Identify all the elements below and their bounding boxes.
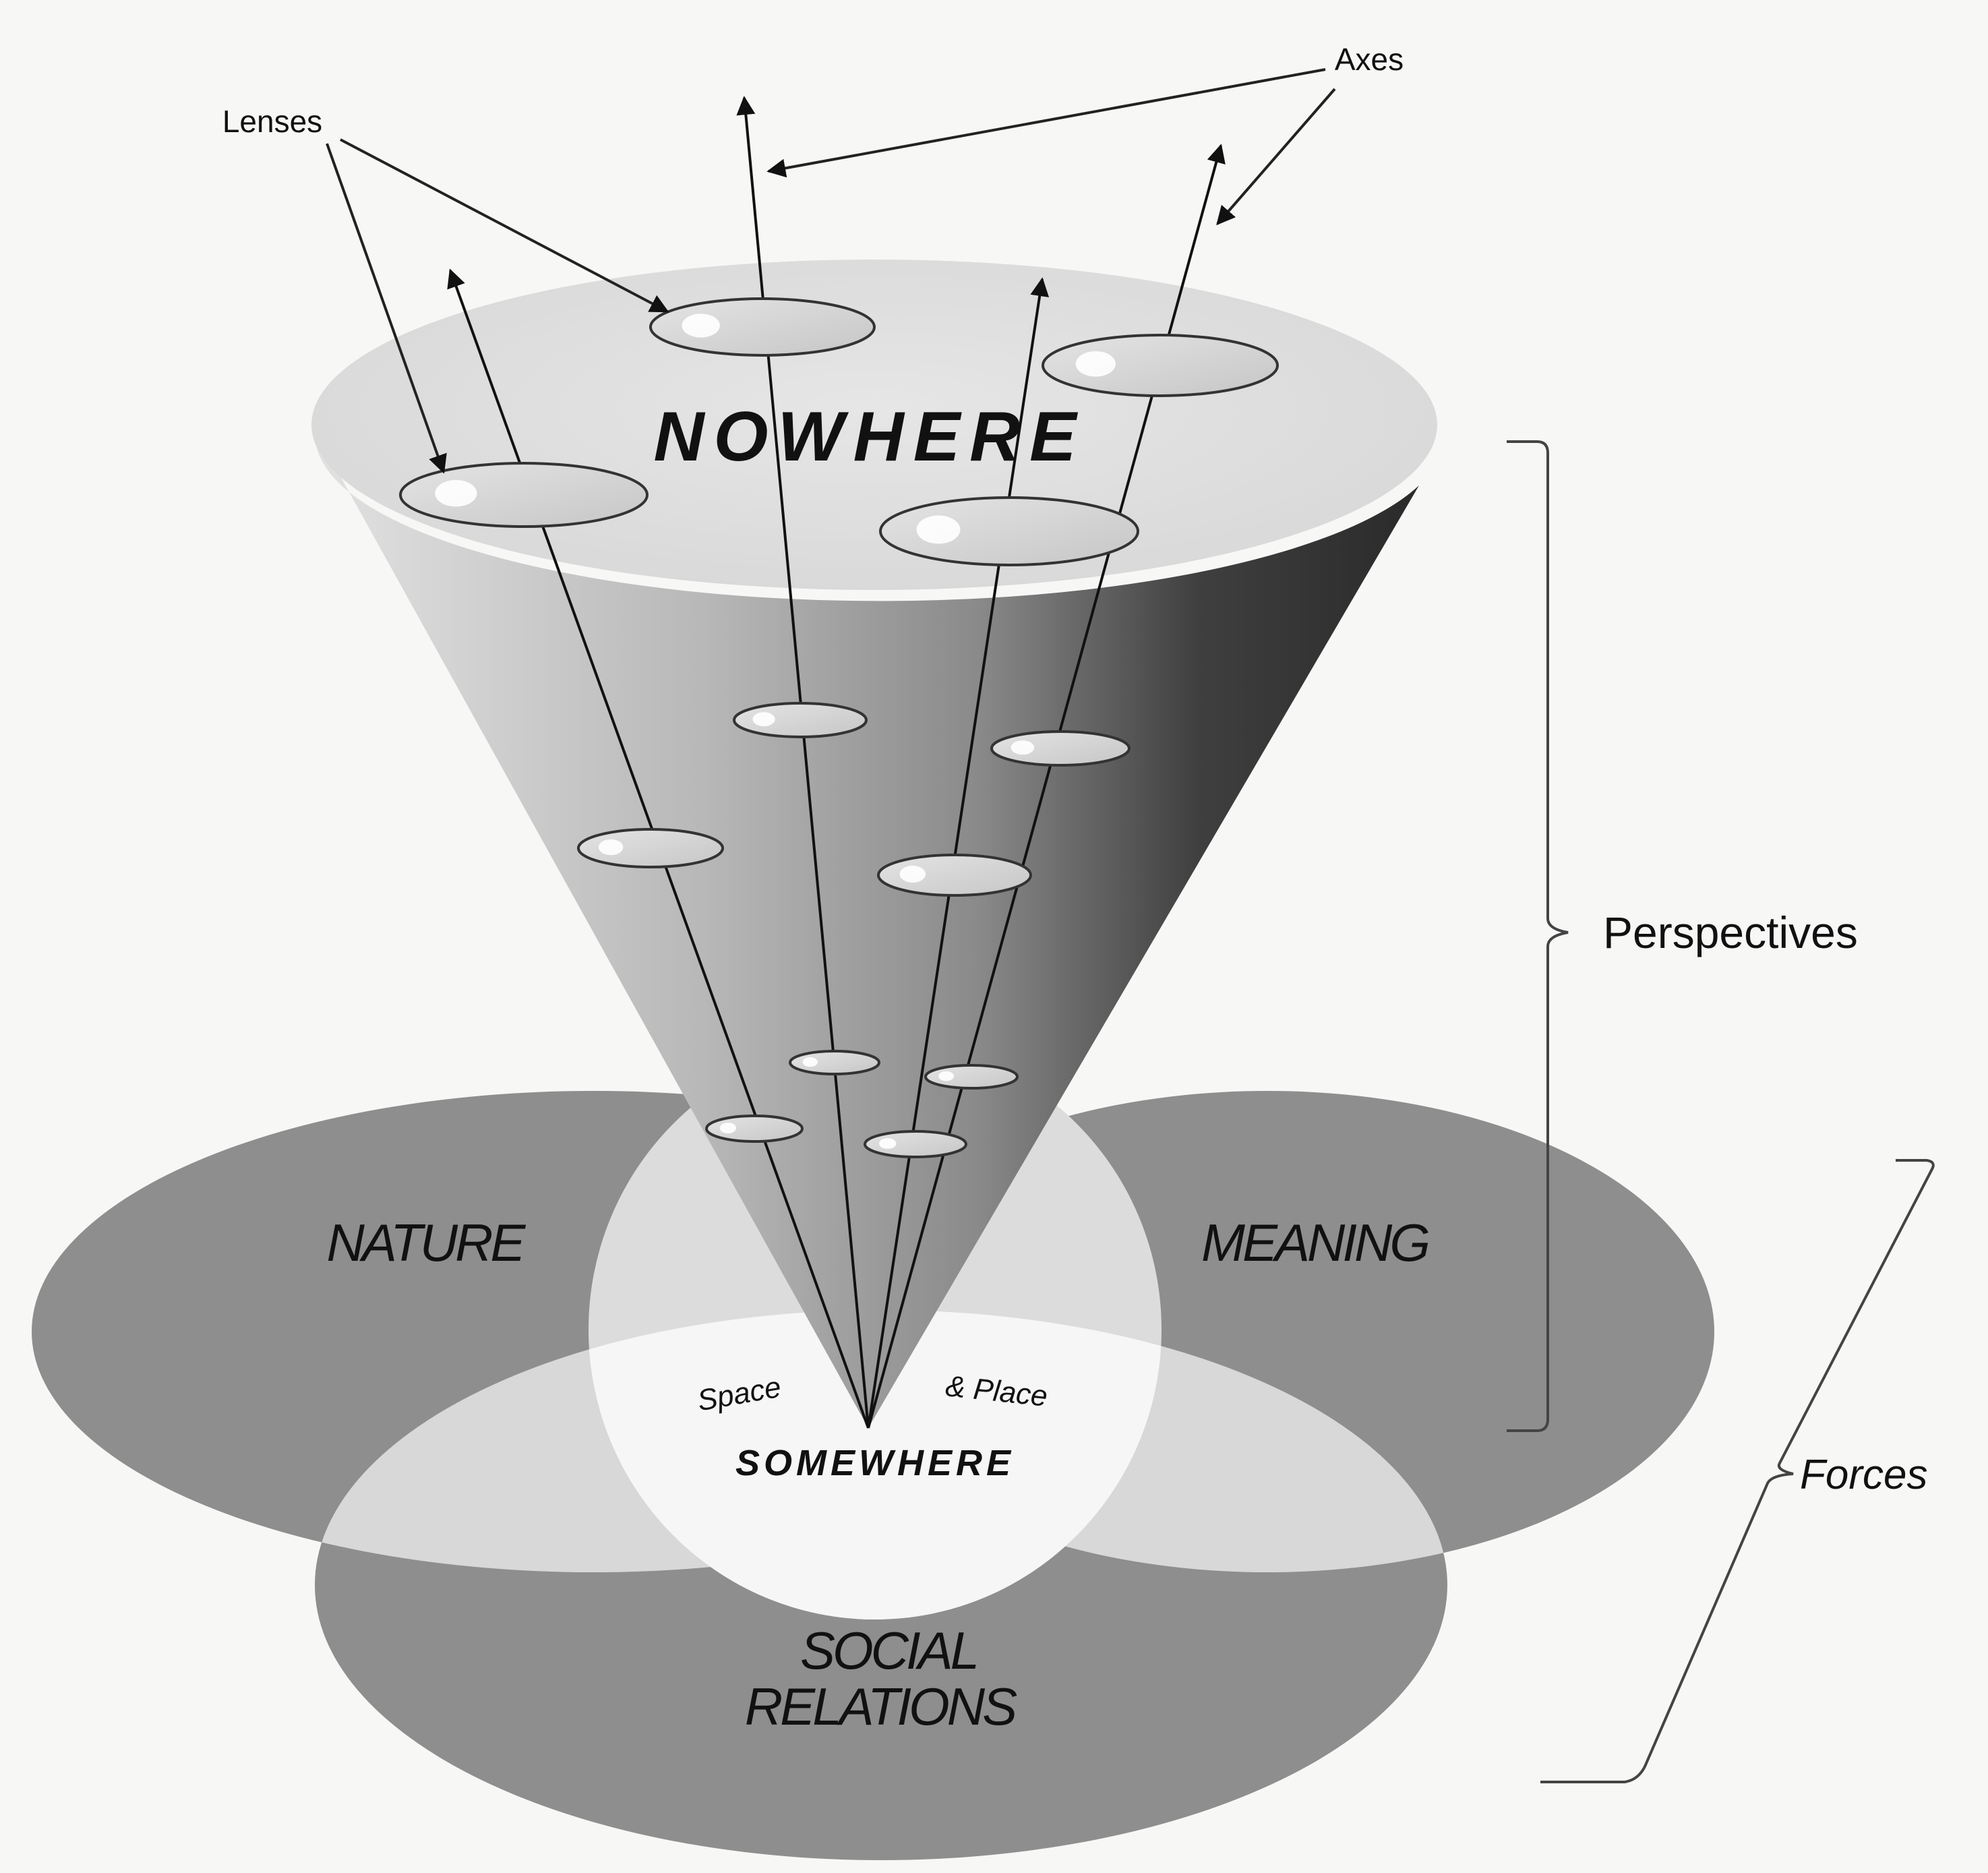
lens-body <box>1042 334 1279 397</box>
lens <box>864 1130 967 1158</box>
lens-highlight <box>899 865 926 883</box>
lens <box>733 702 868 738</box>
axes-pointer-2 <box>1216 88 1336 226</box>
lens <box>649 297 876 357</box>
lens-highlight <box>435 479 477 507</box>
perspectives-label: Perspectives <box>1603 908 1858 957</box>
lens-body <box>924 1064 1019 1090</box>
apex-label: SOMEWHERE <box>735 1443 1015 1483</box>
axis-arrow-3 <box>867 277 1050 1429</box>
lens-body <box>877 854 1032 897</box>
lens-body <box>577 828 724 868</box>
lens <box>399 462 649 528</box>
forces-group <box>32 1040 1714 1860</box>
force-social-label-line1: SOCIAL <box>800 1621 977 1680</box>
forces-label: Forces <box>1800 1452 1927 1498</box>
lens-body <box>705 1114 804 1143</box>
lens-highlight <box>916 515 961 544</box>
perspectives-bracket <box>1507 440 1569 1432</box>
lens-highlight <box>752 712 775 727</box>
lens <box>577 828 724 868</box>
lens-highlight <box>1075 351 1116 377</box>
lens-body <box>879 496 1139 566</box>
lens-body <box>399 462 649 528</box>
lens-highlight <box>682 314 720 338</box>
lens-highlight <box>598 839 624 856</box>
lens-body <box>990 730 1131 767</box>
cone-body <box>315 432 1419 1428</box>
lens <box>705 1114 804 1143</box>
force-social-label-line2: RELATIONS <box>745 1677 1017 1736</box>
cone-top-label: NOWHERE <box>653 398 1085 476</box>
lens <box>877 854 1032 897</box>
lens <box>990 730 1131 767</box>
lenses-pointer-1 <box>326 143 447 474</box>
force-nature-label: NATURE <box>327 1213 526 1272</box>
lens-highlight <box>719 1123 737 1134</box>
axes-label: Axes <box>1335 42 1404 77</box>
forces-bracket <box>1540 1159 1935 1783</box>
lens <box>924 1064 1019 1090</box>
lens <box>789 1050 880 1075</box>
annotation-pointers <box>326 68 1336 474</box>
lenses-pointer-2 <box>340 138 669 313</box>
lenses-label: Lenses <box>222 104 322 139</box>
lens-highlight <box>879 1138 897 1150</box>
lens-body <box>733 702 868 738</box>
lens-highlight <box>938 1071 955 1081</box>
lens-body <box>789 1050 880 1075</box>
lens-highlight <box>1011 740 1035 755</box>
lens-body <box>649 297 876 357</box>
force-meaning-label: MEANING <box>1201 1213 1428 1272</box>
labels: Lenses Axes Perspectives Forces NOWHERE … <box>222 42 1928 1736</box>
lenses <box>399 297 1279 1158</box>
lens <box>879 496 1139 566</box>
lens-highlight <box>802 1057 818 1067</box>
axes-pointer-1 <box>766 68 1326 178</box>
lens <box>1042 334 1279 397</box>
brackets <box>1507 440 1935 1783</box>
lens-body <box>864 1130 967 1158</box>
